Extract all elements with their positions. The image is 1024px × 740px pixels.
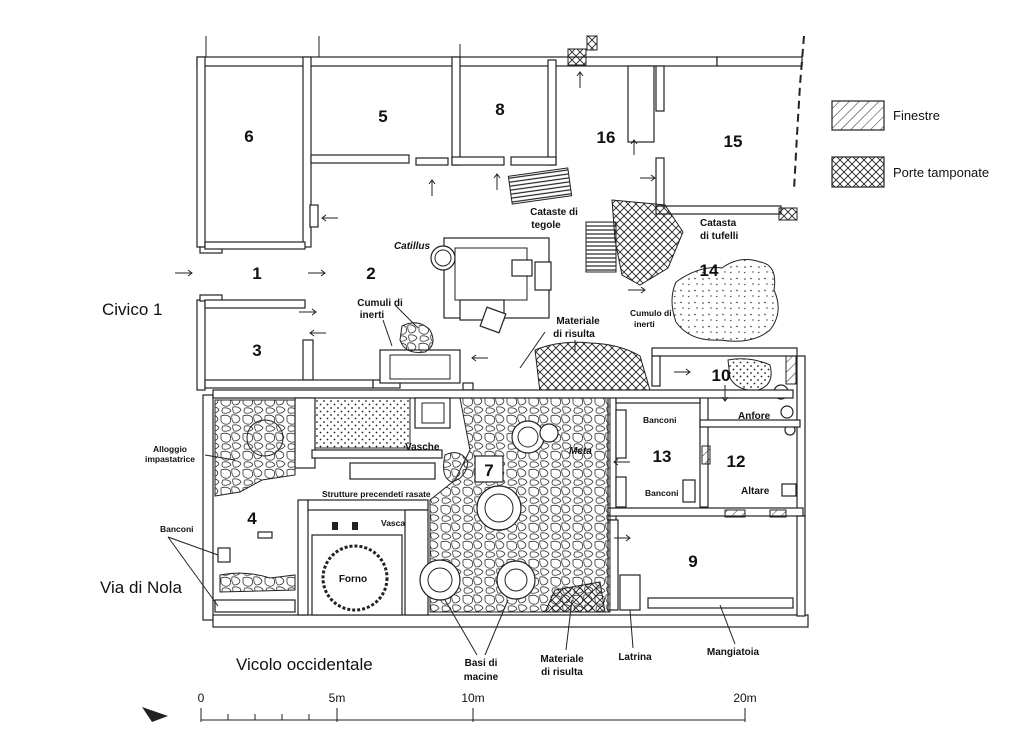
oven	[311, 522, 403, 616]
catasta-label-1: Catasta	[700, 218, 737, 229]
north-arrow-icon	[142, 707, 168, 722]
vasca-label: Vasca	[381, 518, 405, 528]
room-3-label: 3	[252, 341, 261, 360]
rubble-bottom	[544, 581, 606, 613]
cumulo-label-2: inerti	[634, 319, 655, 329]
rubble-top	[534, 341, 651, 393]
banconi-13-top-label: Banconi	[643, 415, 677, 425]
scale-20m: 20m	[733, 691, 756, 705]
room-14-label: 14	[700, 261, 719, 280]
alloggio-label-1: Alloggio	[153, 444, 187, 454]
millstones	[419, 420, 559, 601]
courtyard-structures	[379, 237, 552, 384]
altare-label: Altare	[741, 486, 770, 497]
latrina-label: Latrina	[618, 652, 652, 663]
room-4-label: 4	[247, 509, 257, 528]
room-1-3-walls	[204, 299, 474, 391]
banconi-13-bot-label: Banconi	[645, 488, 679, 498]
room-5-label: 5	[378, 107, 387, 126]
access-arrows	[175, 71, 729, 542]
room-1-label: 1	[252, 264, 261, 283]
room-12-label: 12	[727, 452, 746, 471]
forno-label: Forno	[339, 574, 367, 585]
cataste-label-1: Cataste di	[530, 207, 578, 218]
cumuli-label-2: inerti	[360, 310, 385, 321]
room-9-label: 9	[688, 552, 697, 571]
legend-blocked-doors-swatch	[831, 156, 885, 188]
scale-bar: 0 5m 10m 20m	[198, 691, 757, 722]
legend-blocked-doors-label: Porte tamponate	[893, 165, 989, 180]
room-2-label: 2	[366, 264, 375, 283]
mangiatoia-label: Mangiatoia	[707, 647, 760, 658]
cumulo-label-1: Cumulo di	[630, 308, 672, 318]
cobble-area-4	[214, 399, 296, 497]
room-13-label: 13	[653, 447, 672, 466]
room-16-15-walls	[627, 65, 798, 221]
via-nola-label: Via di Nola	[100, 578, 182, 597]
legend-windows-swatch	[831, 100, 885, 131]
scale-0: 0	[198, 691, 205, 705]
basi-label-1: Basi di	[465, 658, 498, 669]
room-6-label: 6	[244, 127, 253, 146]
risulta-bot-label-2: di risulta	[541, 667, 583, 678]
catillus-label: Catillus	[394, 241, 431, 252]
room-5-8-walls	[310, 56, 557, 166]
civico-label: Civico 1	[102, 300, 162, 319]
meta-label: Meta	[569, 446, 592, 457]
alloggio-label-2: impastatrice	[145, 454, 195, 464]
vicolo-label: Vicolo occidentale	[236, 655, 373, 674]
tile-stacks	[507, 167, 684, 286]
room-8-label: 8	[495, 100, 504, 119]
rubble-cumuli	[399, 322, 434, 353]
scale-10m: 10m	[461, 691, 484, 705]
room-16-label: 16	[597, 128, 616, 147]
cumuli-label-1: Cumuli di	[357, 298, 403, 309]
room-10-label: 10	[712, 366, 731, 385]
legend-windows-label: Finestre	[893, 108, 940, 123]
cataste-label-2: tegole	[531, 220, 561, 231]
west-wall	[196, 56, 223, 621]
risulta-bot-label-1: Materiale	[540, 654, 584, 665]
room-7-label: 7	[484, 461, 493, 480]
risulta-top-label-2: di risulta	[553, 329, 595, 340]
strutture-label: Strutture precendeti rasate	[322, 489, 431, 499]
banconi-4-label: Banconi	[160, 524, 194, 534]
room-6-walls	[204, 56, 319, 250]
mixer-seat	[246, 419, 284, 457]
catasta-label-2: di tufelli	[700, 231, 739, 242]
basi-label-2: macine	[464, 672, 499, 683]
risulta-top-label-1: Materiale	[556, 316, 600, 327]
room-10-12-13-walls	[607, 347, 806, 521]
rubble-pile-14	[671, 259, 779, 342]
room-4-details	[214, 531, 296, 613]
scale-5m: 5m	[329, 691, 346, 705]
legend: Finestre Porte tamponate	[831, 100, 989, 188]
cobble-patch-7	[443, 452, 469, 483]
anfore-label: Anfore	[738, 411, 771, 422]
vasche-label: Vasche	[405, 442, 440, 453]
room-15-label: 15	[724, 132, 743, 151]
room-7-pier	[474, 455, 504, 483]
